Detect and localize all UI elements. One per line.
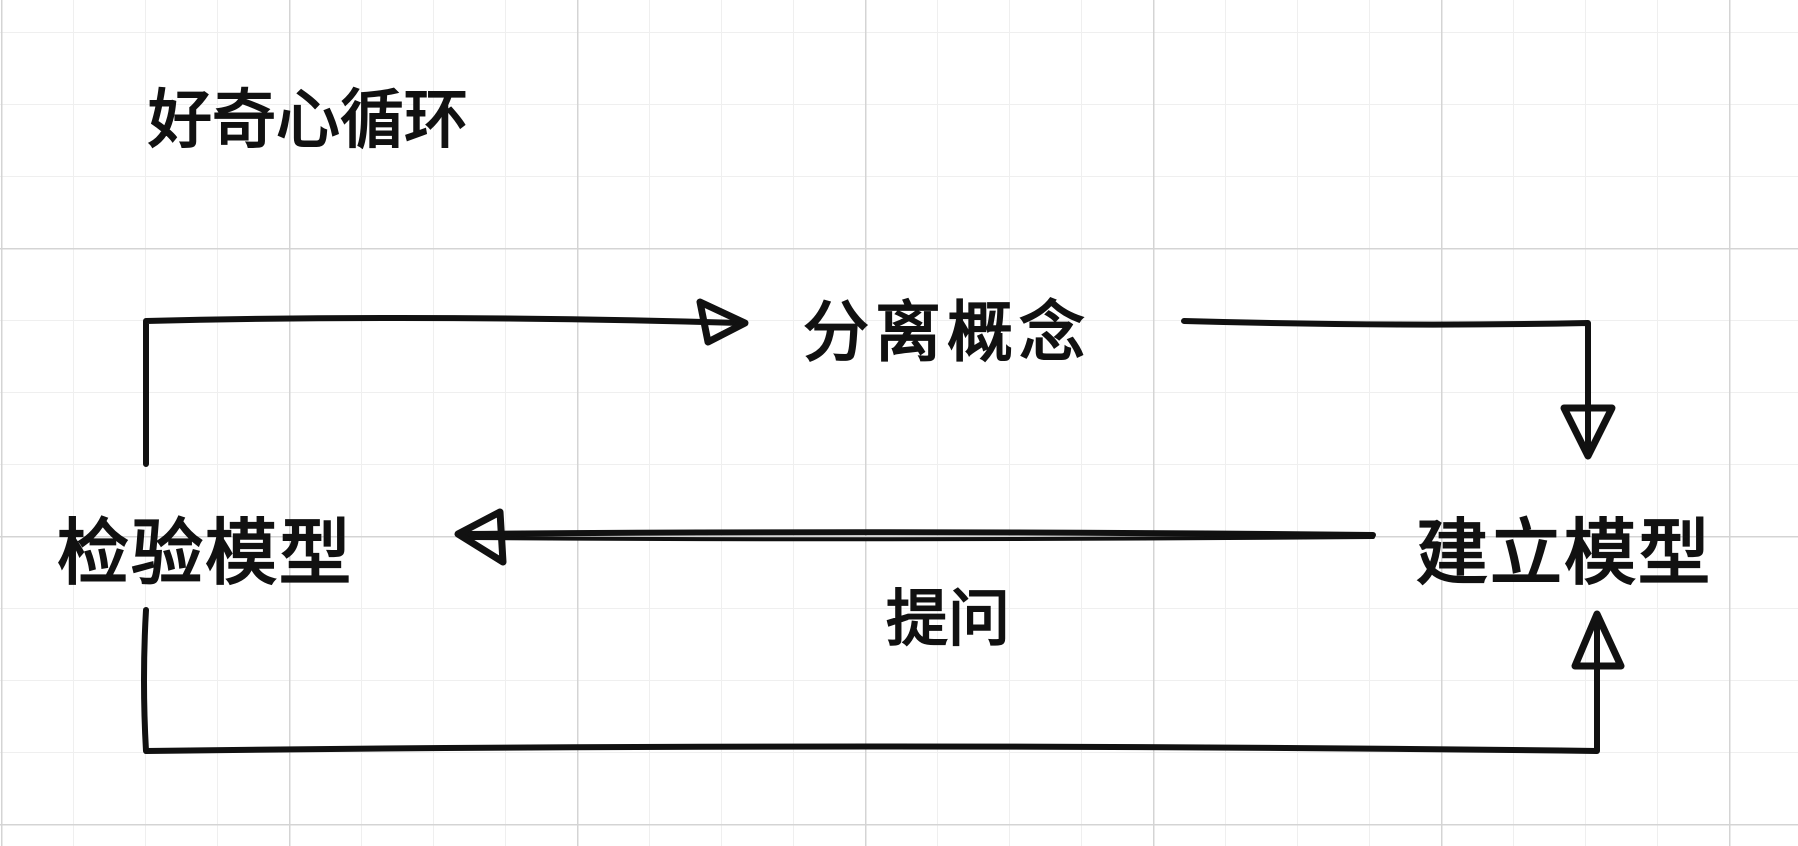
arrow-separate-to-build bbox=[1181, 318, 1616, 460]
arrow-test-to-build-bottom bbox=[141, 607, 1625, 754]
diagram-title: 好奇心循环 bbox=[147, 83, 468, 158]
node-separate-concepts: 分离概念 bbox=[803, 293, 1091, 371]
arrow-build-to-test bbox=[454, 508, 1376, 566]
arrow-test-to-separate bbox=[143, 298, 749, 467]
edge-label-ask: 提问 bbox=[886, 582, 1010, 655]
node-test-model: 检验模型 bbox=[57, 510, 353, 595]
node-build-model: 建立模型 bbox=[1416, 510, 1712, 595]
